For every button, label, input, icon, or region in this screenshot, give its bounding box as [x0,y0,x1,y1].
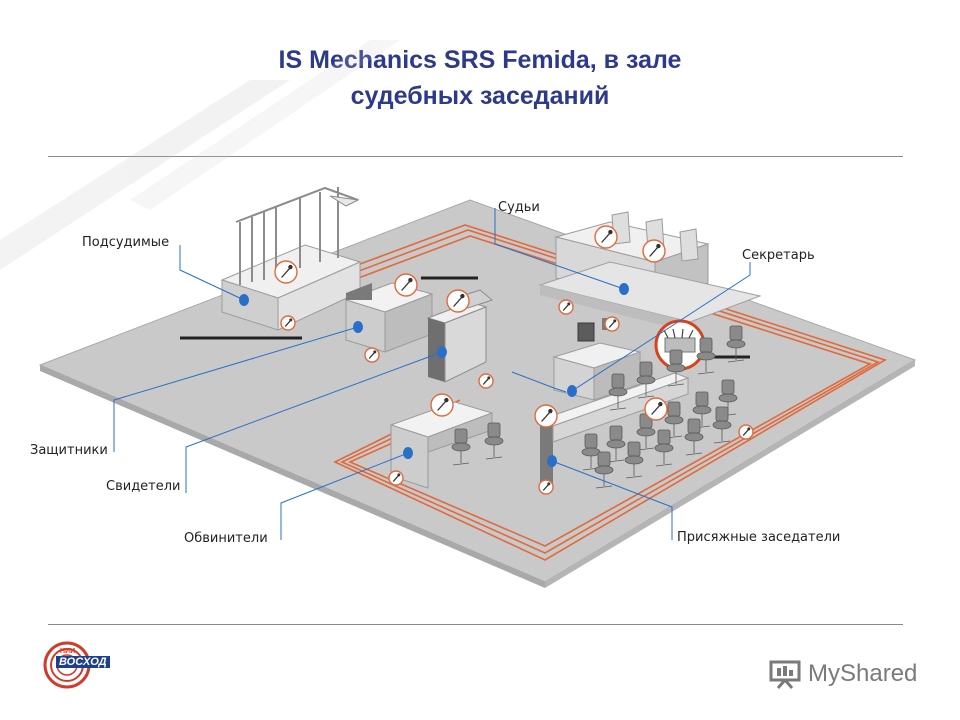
bottom-divider [48,624,903,625]
slide-title: IS Mechanics SRS Femida, в зале судебных… [0,42,960,114]
jury-box [538,372,690,488]
chair [666,349,686,387]
floor-edge [40,365,545,588]
label-jurors: Присяжные заседатели [677,530,840,545]
label-defendants: Подсудимые [82,235,169,250]
logo-left-text: ВОСХОД [56,656,110,668]
chair [718,379,738,417]
chair [581,433,601,471]
microphone-icon [738,424,754,440]
chair [636,361,656,399]
microphone-icon [534,404,558,428]
chair [636,413,656,451]
chair [684,418,704,456]
cable-routes [249,224,887,561]
chair [664,401,684,439]
chair [451,428,471,466]
microphone-icon [642,239,666,263]
callout-line-defenders [113,326,359,452]
microphone-icon [394,273,418,297]
chair [608,373,628,411]
presentation-board-icon [769,660,801,689]
microphone-icon [364,347,380,363]
witness-stand [426,289,494,383]
callout-line-witnesses [185,351,443,493]
chair [712,406,732,444]
microphone-icon [558,299,574,315]
title-line-1: IS Mechanics SRS Femida, в зале [278,46,682,74]
title-line-2: судебных заседаний [350,82,610,110]
microphone-icon [388,470,404,486]
callout-line-extra [511,371,567,393]
chair [484,422,504,460]
microphone-icon [594,225,618,249]
callout-lines [113,208,751,540]
logo-left-small-text: НИИ [60,648,76,655]
microphone-icon [644,397,668,421]
top-divider [48,156,903,157]
background-stripes [0,40,400,270]
microphone-icon [274,260,298,284]
myshared-logo: MyShared [768,656,917,692]
label-witnesses: Свидетели [106,479,181,494]
chair [692,391,712,429]
microphone-icon [430,393,454,417]
microphone-icon [604,316,620,332]
chair [606,425,626,463]
chair [594,451,614,489]
microphone-icon [478,373,494,389]
label-judges: Судьи [498,200,540,215]
callout-line-jurors [551,460,673,540]
chair [624,441,644,479]
chair [726,325,746,363]
chairs [451,325,746,489]
label-prosecutors: Обвинители [184,531,268,546]
label-defenders: Защитники [30,443,108,458]
logo-right-text: MyShared [808,660,918,687]
chair [696,337,716,375]
microphone-icons [274,225,754,495]
chair [654,429,674,467]
label-secretary: Секретарь [742,248,815,263]
microphone-icon [280,315,296,331]
microphone-icon [538,479,554,495]
callout-line-prosecutors [280,452,409,540]
floor-edge-right [545,360,915,588]
callout-line-secretary [571,262,751,392]
microphone-icon [446,289,470,313]
callout-line-judges [494,208,625,290]
callout-line-defendants [179,245,245,301]
